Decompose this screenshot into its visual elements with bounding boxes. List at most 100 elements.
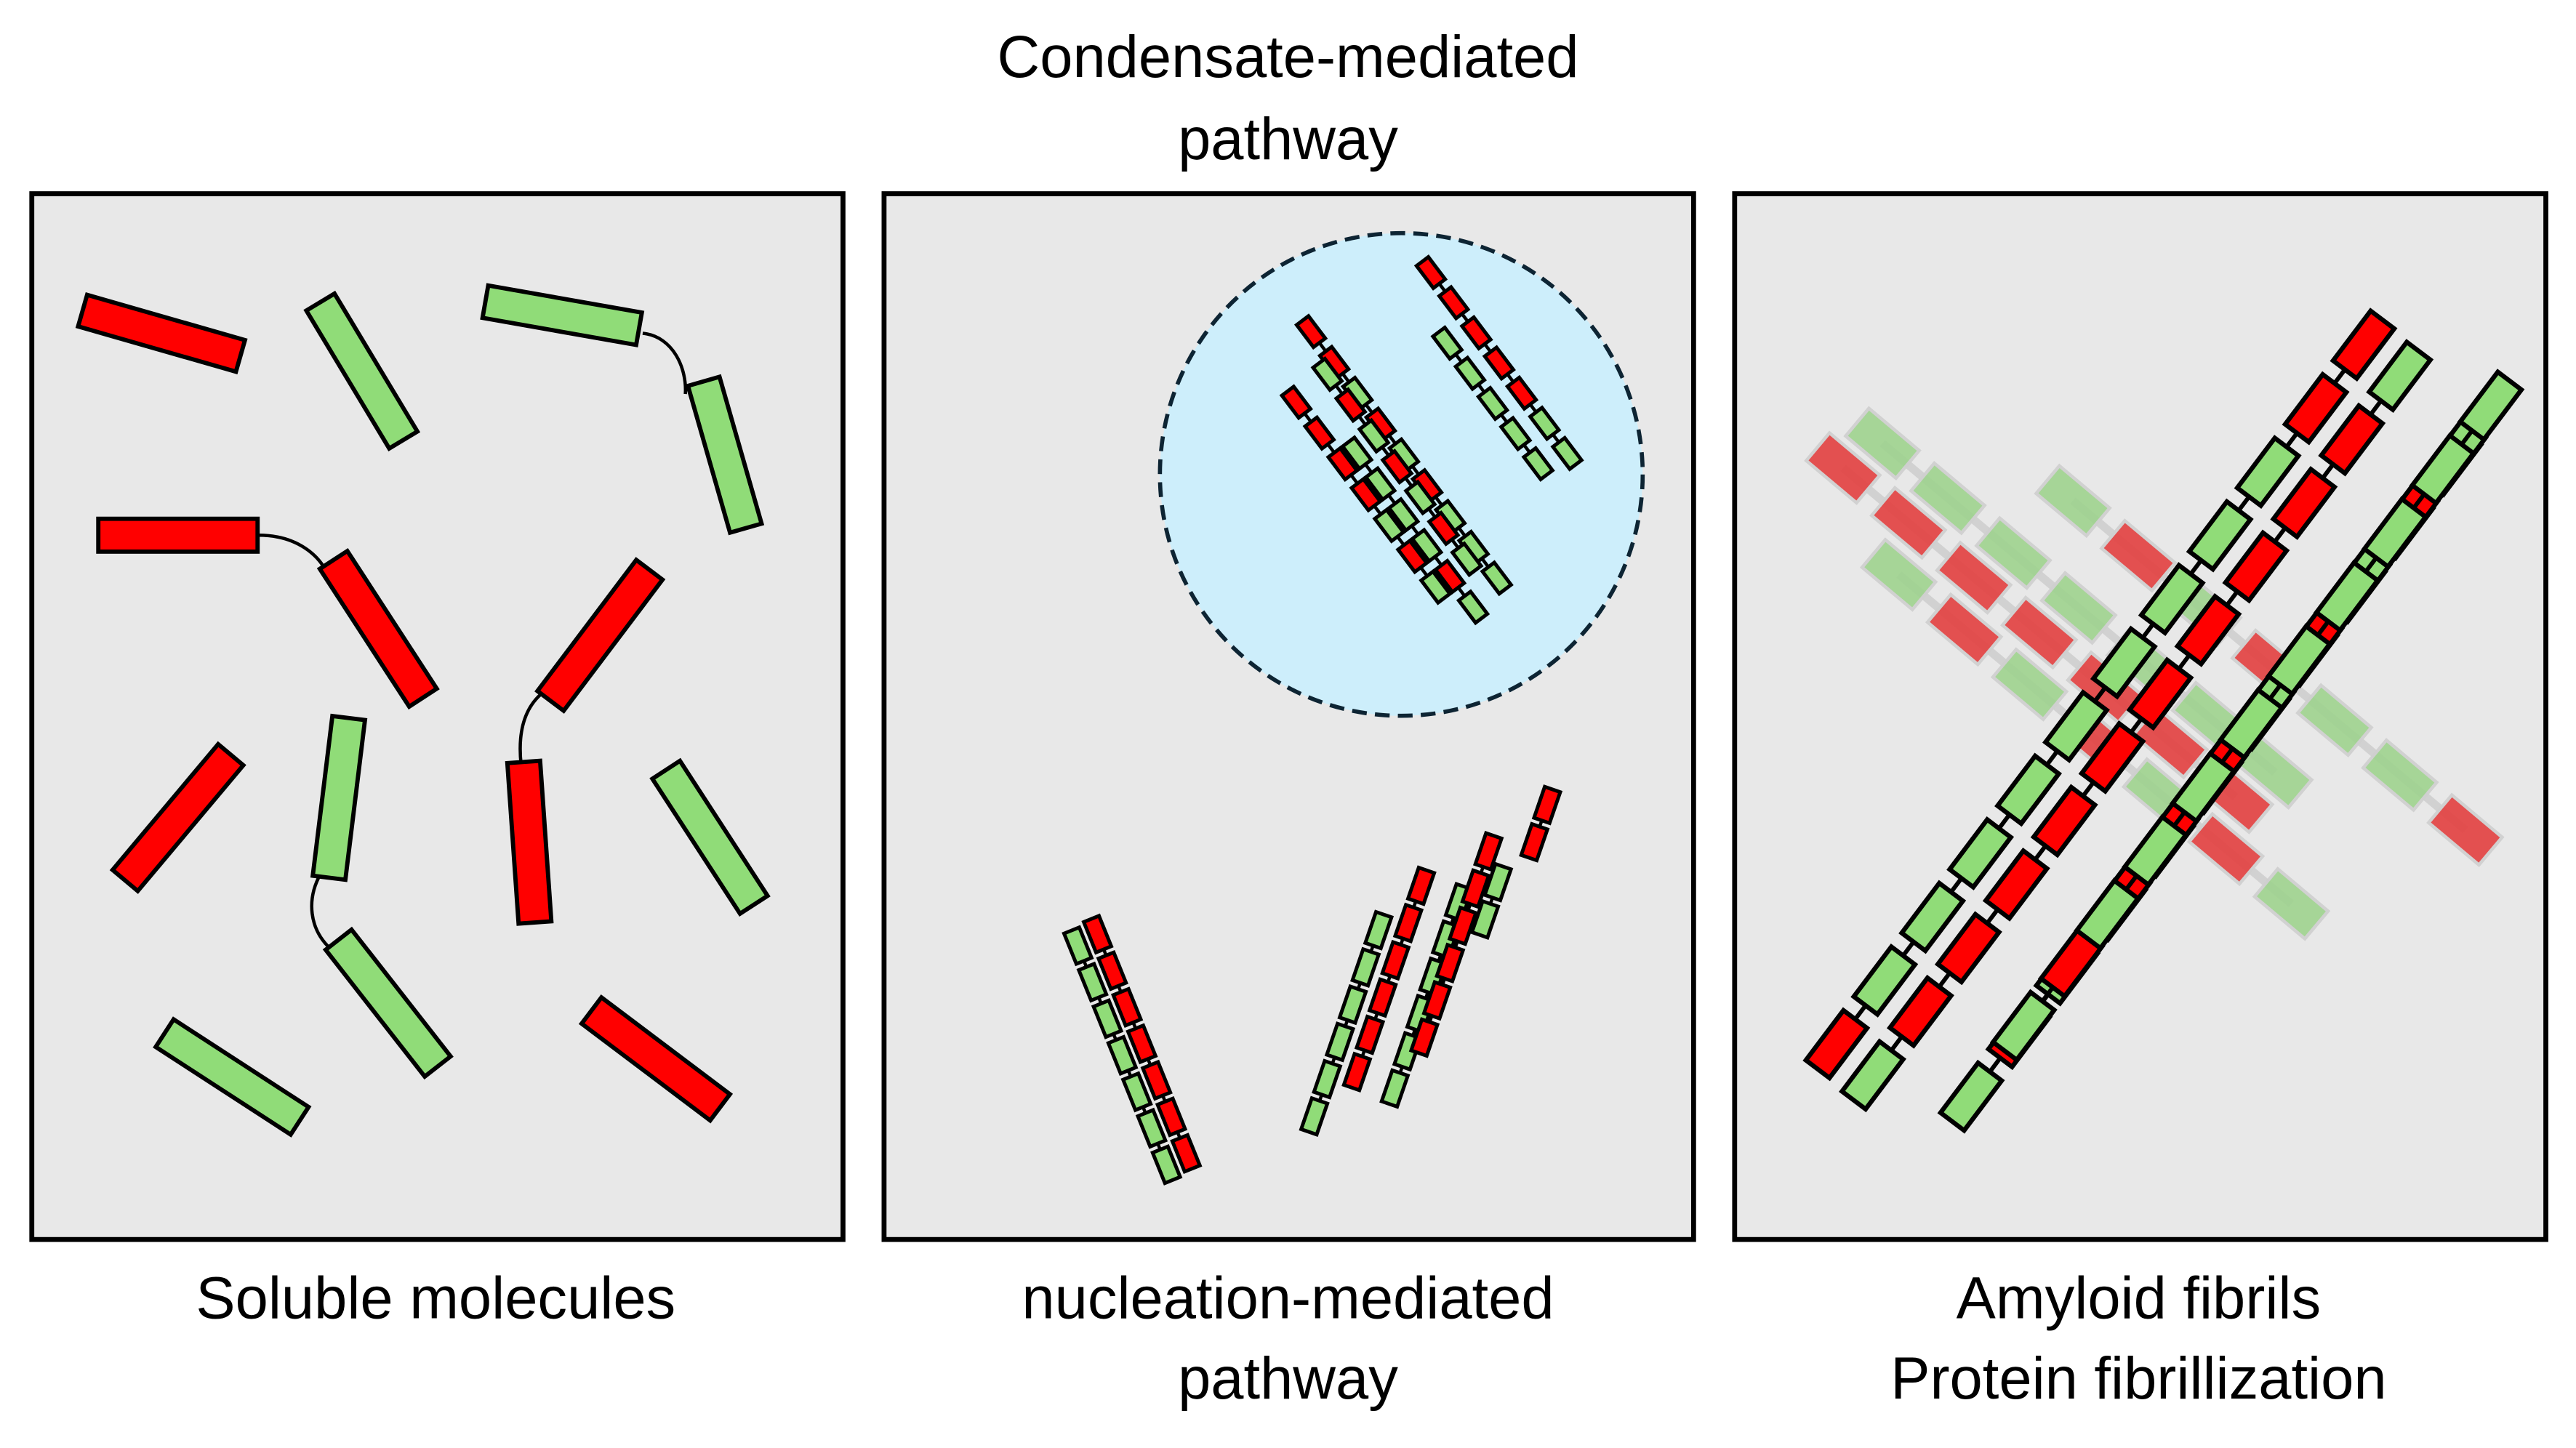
green-monomer: [2409, 432, 2477, 507]
red-monomer: [2282, 371, 2350, 446]
green-monomer: [1974, 515, 2053, 591]
red-monomer: [1380, 449, 1414, 486]
red-molecule: [505, 758, 554, 926]
red-monomer: [1504, 374, 1539, 411]
red-monomer: [2270, 466, 2338, 540]
nucleation-strand: [1408, 830, 1504, 1058]
red-monomer: [1459, 314, 1493, 351]
green-monomer: [1450, 541, 1484, 578]
red-monomer: [1395, 538, 1429, 575]
green-monomer: [1324, 1021, 1356, 1063]
green-monomer: [1989, 989, 2058, 1063]
green-monomer: [1062, 925, 1094, 967]
red-monomer: [1935, 540, 2013, 615]
green-monomer: [1843, 406, 1922, 481]
red-monomer: [2078, 720, 2146, 795]
green-monomer: [2361, 496, 2429, 571]
red-monomer: [1473, 830, 1504, 872]
green-monomer: [2366, 339, 2434, 413]
nucleation-strand: [1519, 784, 1563, 863]
panel-amyloid-fibrils: [1732, 191, 2548, 1242]
red-monomer: [1341, 1051, 1373, 1093]
nucleation-strand: [1299, 909, 1395, 1137]
green-monomer: [1469, 898, 1501, 940]
green-monomer: [1363, 909, 1395, 951]
nucleation-strand: [1469, 861, 1514, 940]
green-monomer: [2090, 625, 2158, 700]
green-monomer: [1410, 527, 1444, 564]
green-monomer: [1498, 415, 1533, 452]
green-monomer: [1475, 385, 1510, 422]
green-monomer: [1357, 417, 1391, 454]
green-monomer: [2217, 686, 2285, 761]
green-monomer: [2361, 738, 2439, 813]
green-monomer: [2295, 683, 2374, 758]
panel-soluble-molecules: [29, 191, 846, 1242]
red-molecule: [96, 516, 260, 554]
green-monomer: [1106, 1034, 1139, 1077]
red-monomer: [1110, 986, 1144, 1029]
green-monomer: [1076, 961, 1109, 1003]
green-monomer: [2121, 813, 2189, 888]
red-monomer: [1869, 485, 1948, 560]
red-monomer: [1081, 913, 1114, 955]
green-monomer: [1372, 507, 1406, 544]
condensate-strand: [1430, 325, 1555, 482]
green-monomer: [2252, 866, 2331, 941]
green-monomer: [1528, 405, 1562, 442]
red-monomer: [1408, 1017, 1440, 1058]
green-monomer: [1946, 816, 2015, 890]
caption-amyloid-line1: Amyloid fibrils: [1957, 1266, 2321, 1332]
nucleation-strand: [1062, 925, 1183, 1186]
red-monomer: [1170, 1133, 1203, 1175]
faded-fibril-strand: [1804, 430, 2275, 834]
caption-soluble-molecules: Soluble molecules: [196, 1266, 675, 1332]
red-monomer: [1427, 510, 1461, 547]
green-molecule: [685, 374, 765, 536]
green-monomer: [1340, 435, 1374, 472]
green-monomer: [1430, 325, 1464, 361]
condensate-pathway-label-line1: Condensate-mediated: [998, 24, 1579, 90]
red-monomer: [1519, 821, 1550, 863]
green-monomer: [2138, 562, 2206, 636]
amyloid-fibrils-group: [1802, 307, 2525, 1134]
red-monomer: [1325, 446, 1360, 483]
green-monomer: [1990, 647, 2069, 722]
condensate-strand: [1293, 313, 1514, 597]
red-monomer: [2000, 595, 2079, 670]
red-monomer: [1096, 949, 1128, 992]
red-monomer: [2030, 784, 2098, 858]
condensate-strand: [1340, 435, 1490, 626]
soluble-molecules-group: [75, 283, 771, 1138]
green-monomer: [1994, 752, 2063, 827]
green-monomer: [1898, 880, 1967, 954]
red-monomer: [2222, 529, 2290, 604]
red-monomer: [1405, 865, 1437, 906]
condensate-strand: [1279, 384, 1453, 606]
green-monomer: [2186, 498, 2254, 573]
green-monomer: [1839, 1038, 1907, 1113]
red-monomer: [2330, 307, 2398, 382]
green-monomer: [2042, 689, 2110, 763]
red-monomer: [2186, 811, 2266, 887]
green-molecule: [153, 1016, 312, 1138]
green-monomer: [1337, 984, 1368, 1026]
green-monomer: [1310, 356, 1344, 393]
red-monomer: [1140, 1059, 1173, 1101]
green-molecule: [480, 283, 645, 347]
red-monomer: [1886, 974, 1954, 1049]
red-monomer: [1934, 911, 2002, 986]
condensate-pathway-label-line2: pathway: [1178, 106, 1398, 172]
red-monomer: [1447, 905, 1479, 946]
amyloid-fibril-strand: [1839, 339, 2434, 1113]
red-monomer: [1279, 384, 1313, 421]
red-monomer: [1531, 784, 1563, 826]
green-monomer: [1091, 998, 1124, 1039]
red-monomer: [1435, 942, 1466, 984]
caption-nucleation-line2: pathway: [1178, 1346, 1398, 1412]
red-monomer: [1380, 939, 1411, 981]
green-monomer: [2034, 463, 2112, 539]
amyloid-fibril-strand: [2074, 369, 2525, 952]
panel-frame: [29, 191, 846, 1242]
